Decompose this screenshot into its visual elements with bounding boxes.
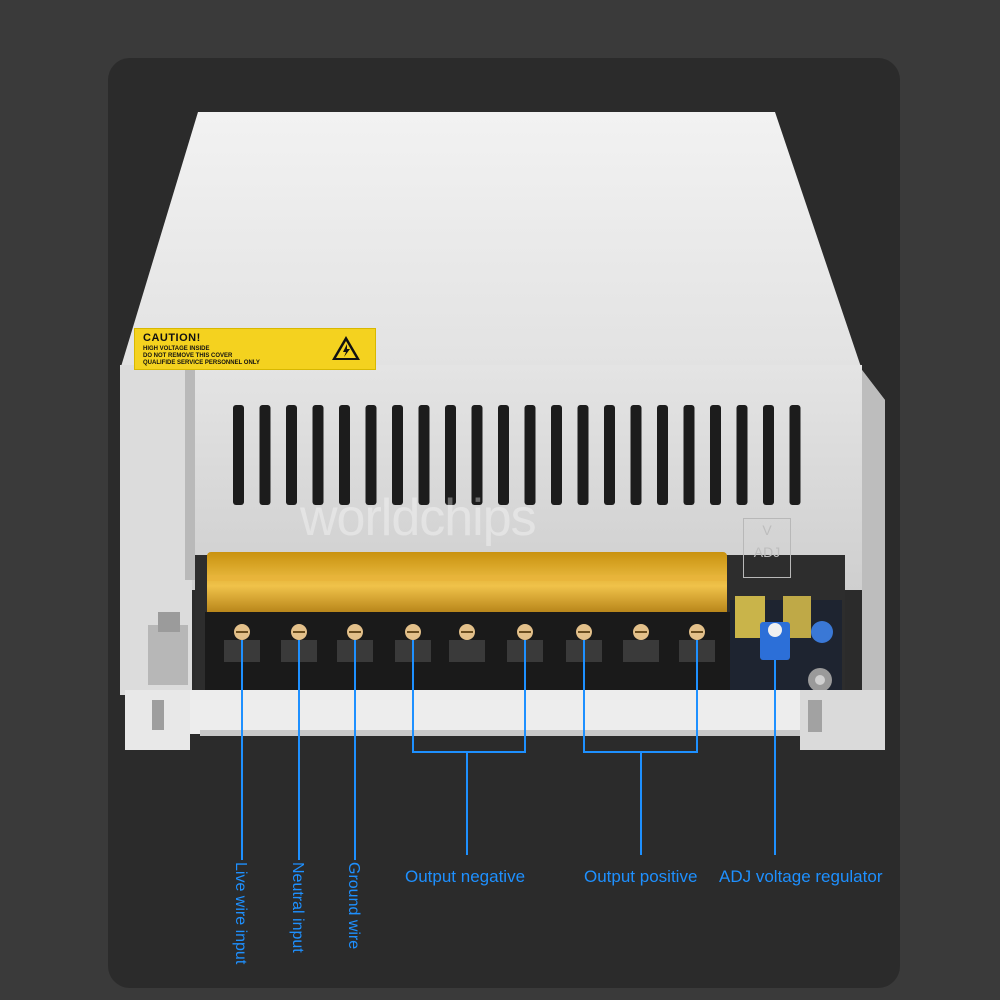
label-live-wire-input: Live wire input	[232, 862, 249, 965]
vent-slot	[763, 405, 774, 505]
vent-slot	[259, 405, 271, 505]
watermark: worldchips	[300, 489, 537, 547]
blue-ceramic-capacitor	[811, 621, 833, 643]
label-adj-voltage-regulator: ADJ voltage regulator	[719, 867, 883, 886]
base-plate	[125, 690, 885, 734]
vent-slot	[286, 405, 297, 505]
vent-slot	[339, 405, 350, 505]
adj-potentiometer	[760, 622, 790, 660]
left-flange-shadow	[185, 370, 195, 580]
label-ground-wire: Ground wire	[345, 862, 362, 950]
label-neutral-input: Neutral input	[289, 862, 306, 953]
vent-slot	[683, 405, 695, 505]
caution-line-1: HIGH VOLTAGE INSIDE	[143, 346, 210, 352]
vent-slot	[657, 405, 668, 505]
vent-slot	[551, 405, 562, 505]
left-mounting-post	[148, 612, 188, 730]
high-voltage-warning-icon	[332, 336, 360, 360]
caution-title: CAUTION!	[143, 332, 201, 344]
vent-slot	[710, 405, 721, 505]
vent-slot	[418, 405, 430, 505]
vent-slot	[736, 405, 748, 505]
terminal-screw	[449, 624, 485, 662]
terminal-cover	[207, 552, 727, 620]
terminal-screws	[224, 624, 715, 662]
vent-slot	[498, 405, 509, 505]
v-adj-top: V	[762, 522, 772, 538]
ventilation-slots	[233, 405, 801, 505]
vent-slot	[604, 405, 615, 505]
vent-slot	[365, 405, 377, 505]
case-top	[120, 112, 862, 370]
vent-slot	[471, 405, 483, 505]
caution-line-3: QUALIFIDE SERVICE PERSONNEL ONLY	[143, 360, 260, 366]
caution-line-2: DO NOT REMOVE THIS COVER	[143, 353, 233, 359]
vent-slot	[445, 405, 456, 505]
v-adj-marking: V ADJ	[743, 518, 791, 578]
caution-label: CAUTION! HIGH VOLTAGE INSIDE DO NOT REMO…	[134, 328, 376, 370]
vent-slot	[312, 405, 324, 505]
vent-slot	[392, 405, 403, 505]
vent-slot	[233, 405, 244, 505]
callout-lines	[241, 640, 776, 860]
v-adj-bottom: ADJ	[753, 544, 781, 560]
vent-slot	[524, 405, 536, 505]
right-mounting-post	[808, 700, 822, 732]
terminal-screw	[623, 624, 659, 662]
label-output-negative: Output negative	[405, 867, 526, 886]
vent-slot	[789, 405, 801, 505]
label-output-positive: Output positive	[584, 867, 698, 886]
vent-slot	[630, 405, 642, 505]
case-right-face	[862, 370, 885, 750]
vent-slot	[577, 405, 589, 505]
